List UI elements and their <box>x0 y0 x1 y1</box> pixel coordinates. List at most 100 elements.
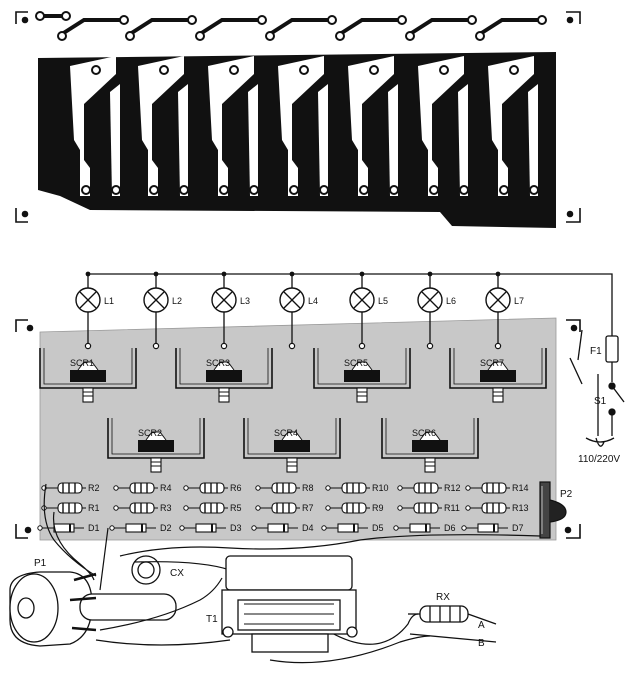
pcb-pad <box>81 185 91 195</box>
pcb-gate-trace <box>125 15 197 41</box>
lamp-bus-wire <box>88 273 613 336</box>
resistor: R14 <box>465 482 529 494</box>
scr-label: SCR5 <box>344 358 368 368</box>
pcb-pad <box>529 185 539 195</box>
cx-label: CX <box>170 568 184 579</box>
pcb-pad <box>319 185 329 195</box>
switch-s1 <box>569 329 625 447</box>
pcb-pad <box>389 185 399 195</box>
resistor-label: R4 <box>160 483 172 493</box>
pcb-copper-layout <box>15 11 581 228</box>
pcb-gate-traces <box>35 11 547 41</box>
lamp: L1 <box>75 271 114 350</box>
scr-label: SCR1 <box>70 358 94 368</box>
lamp-label: L2 <box>172 296 182 306</box>
hookup-wires <box>43 483 541 664</box>
scr-heatsink: SCR7 <box>449 348 547 403</box>
lamp-label: L1 <box>104 296 114 306</box>
pcb-section <box>488 56 539 196</box>
pcb-gate-trace <box>335 15 407 41</box>
diode: D6 <box>393 523 456 533</box>
registration-marks-top <box>15 11 581 223</box>
pcb-pad <box>369 65 379 75</box>
terminal-a-label: A <box>478 620 485 631</box>
pcb-pad <box>179 185 189 195</box>
pcb-pad <box>249 185 259 195</box>
pcb-pad <box>499 185 509 195</box>
resistor-label: R13 <box>512 503 529 513</box>
pcb-pad <box>439 65 449 75</box>
resistor-label: R2 <box>88 483 100 493</box>
pcb-gate-trace <box>195 15 267 41</box>
pcb-channel <box>528 84 538 196</box>
diode: D2 <box>109 523 172 533</box>
pcb-channel <box>110 84 120 196</box>
resistor: R9 <box>325 502 384 514</box>
resistor: R12 <box>397 482 461 494</box>
resistor-label: R5 <box>230 503 242 513</box>
diode-label: D7 <box>512 523 524 533</box>
scr-label: SCR2 <box>138 428 162 438</box>
pcb-channel <box>318 84 328 196</box>
pcb-gate-trace <box>265 15 337 41</box>
scr-label: SCR3 <box>206 358 230 368</box>
t1-label: T1 <box>206 614 218 625</box>
scr-heatsink: SCR3 <box>175 348 273 403</box>
rx-label: RX <box>436 592 450 603</box>
pcb-section <box>138 56 189 196</box>
pcb-pad <box>289 185 299 195</box>
lamp: L3 <box>211 271 250 350</box>
resistor-label: R11 <box>444 503 460 513</box>
resistor-rx <box>408 605 497 643</box>
pcb-channel <box>418 56 464 196</box>
pcb-channel <box>138 56 184 196</box>
pcb-pad <box>219 185 229 195</box>
lamp: L6 <box>417 271 456 350</box>
resistor: R7 <box>255 502 314 514</box>
diode-label: D1 <box>88 523 100 533</box>
pcb-channel <box>348 56 394 196</box>
lamp: L2 <box>143 271 182 350</box>
resistor: R2 <box>41 482 100 494</box>
potentiometer-p2 <box>539 481 567 539</box>
mains-voltage-label: 110/220V <box>578 454 620 465</box>
resistor: R1 <box>41 502 100 514</box>
p2-label: P2 <box>560 489 573 500</box>
scr-heatsink: SCR2 <box>107 418 205 473</box>
terminal-b-label: B <box>478 638 485 649</box>
pcb-pad <box>149 185 159 195</box>
lamp-label: L3 <box>240 296 250 306</box>
resistor: R11 <box>397 502 460 514</box>
resistor-label: R10 <box>372 483 389 493</box>
diode-label: D6 <box>444 523 456 533</box>
pcb-pad <box>509 65 519 75</box>
pcb-channel <box>208 56 254 196</box>
resistor: R3 <box>113 502 172 514</box>
lamp: L5 <box>349 271 388 350</box>
pcb-pad <box>299 65 309 75</box>
diode: D4 <box>251 523 314 533</box>
resistor: R8 <box>255 482 314 494</box>
resistor-label: R7 <box>302 503 314 513</box>
resistor-label: R12 <box>444 483 461 493</box>
scr-heatsink: SCR1 <box>39 348 137 403</box>
pcb-channel <box>178 84 188 196</box>
registration-marks-bottom <box>15 319 581 539</box>
lamp: L7 <box>485 271 524 350</box>
pcb-pad <box>359 185 369 195</box>
diode: D7 <box>461 523 524 533</box>
lamp-label: L5 <box>378 296 388 306</box>
resistor: R13 <box>465 502 529 514</box>
scr-label: SCR4 <box>274 428 298 438</box>
scr-heatsink: SCR5 <box>313 348 411 403</box>
pcb-channel <box>488 56 534 196</box>
resistor: R4 <box>113 482 172 494</box>
pcb-section <box>70 56 121 196</box>
resistor-label: R8 <box>302 483 314 493</box>
resistor-label: R6 <box>230 483 242 493</box>
pcb-pad <box>459 185 469 195</box>
resistor-label: R3 <box>160 503 172 513</box>
